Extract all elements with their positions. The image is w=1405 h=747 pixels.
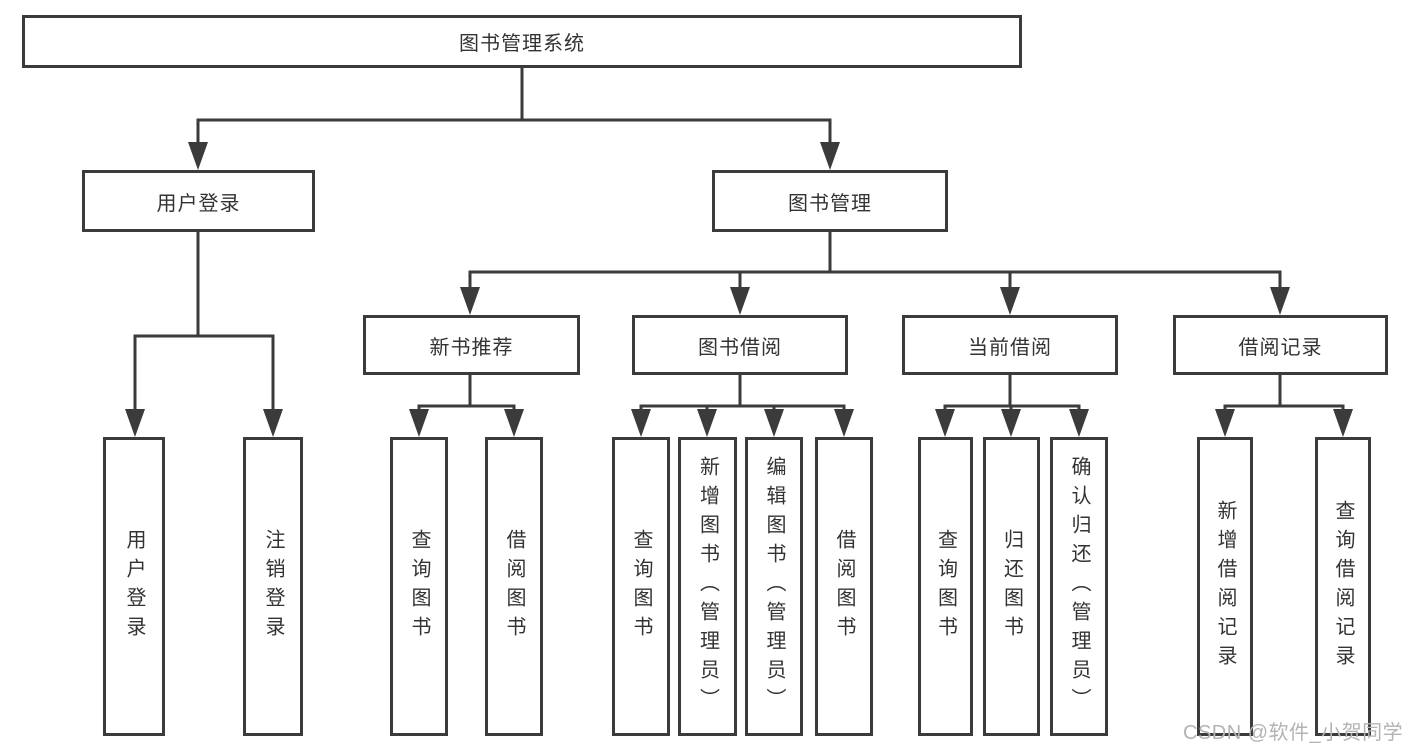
leaf-add-borrow-record: 新增借阅记录 <box>1197 437 1253 736</box>
leaf-confirm-return-admin: 确认归还（管理员） <box>1050 437 1108 736</box>
leaf-add-book-admin: 新增图书（管理员） <box>678 437 737 736</box>
leaf-label: 查询图书 <box>408 528 430 645</box>
connector-book-borrow <box>639 373 846 411</box>
leaf-edit-book-admin: 编辑图书（管理员） <box>745 437 803 736</box>
node-current-borrow: 当前借阅 <box>902 315 1118 375</box>
leaf-logout: 注销登录 <box>243 437 303 736</box>
arrowheads <box>125 142 1353 437</box>
leaf-query-borrow-record: 查询借阅记录 <box>1315 437 1371 736</box>
leaf-label: 借阅图书 <box>503 528 525 645</box>
node-book-management: 图书管理 <box>712 170 948 232</box>
leaf-user-login: 用户登录 <box>103 437 165 736</box>
node-library-system: 图书管理系统 <box>22 15 1022 68</box>
leaf-label: 查询图书 <box>630 528 652 645</box>
leaf-label: 借阅图书 <box>833 528 855 645</box>
node-book-borrow: 图书借阅 <box>632 315 848 375</box>
node-user-login-group: 用户登录 <box>82 170 315 232</box>
leaf-label: 新增借阅记录 <box>1214 499 1236 674</box>
csdn-watermark: CSDN @软件_小贺同学 <box>1183 722 1404 744</box>
leaf-label: 归还图书 <box>1000 528 1023 645</box>
leaf-label: 查询借阅记录 <box>1332 499 1354 674</box>
leaf-label: 查询图书 <box>934 528 957 645</box>
connector-root <box>196 66 832 144</box>
connector-borrow-record <box>1223 373 1345 411</box>
leaf-label: 编辑图书（管理员） <box>763 456 785 717</box>
leaf-label: 注销登录 <box>262 528 284 645</box>
connector-user-login <box>133 230 275 411</box>
node-borrow-record: 借阅记录 <box>1173 315 1388 375</box>
leaf-borrow-query-book: 查询图书 <box>612 437 670 736</box>
leaf-recommend-query-book: 查询图书 <box>390 437 448 736</box>
leaf-borrow-book: 借阅图书 <box>815 437 873 736</box>
leaf-label: 确认归还（管理员） <box>1068 456 1090 717</box>
leaf-recommend-borrow-book: 借阅图书 <box>485 437 543 736</box>
leaf-return-book: 归还图书 <box>983 437 1040 736</box>
leaf-label: 用户登录 <box>123 528 145 645</box>
leaf-current-query-book: 查询图书 <box>918 437 973 736</box>
leaf-label: 新增图书（管理员） <box>696 456 719 717</box>
connector-new-book-recommend <box>417 373 516 411</box>
connector-current-borrow <box>943 373 1081 411</box>
connector-book-management <box>468 230 1282 289</box>
node-new-book-recommend: 新书推荐 <box>363 315 580 375</box>
